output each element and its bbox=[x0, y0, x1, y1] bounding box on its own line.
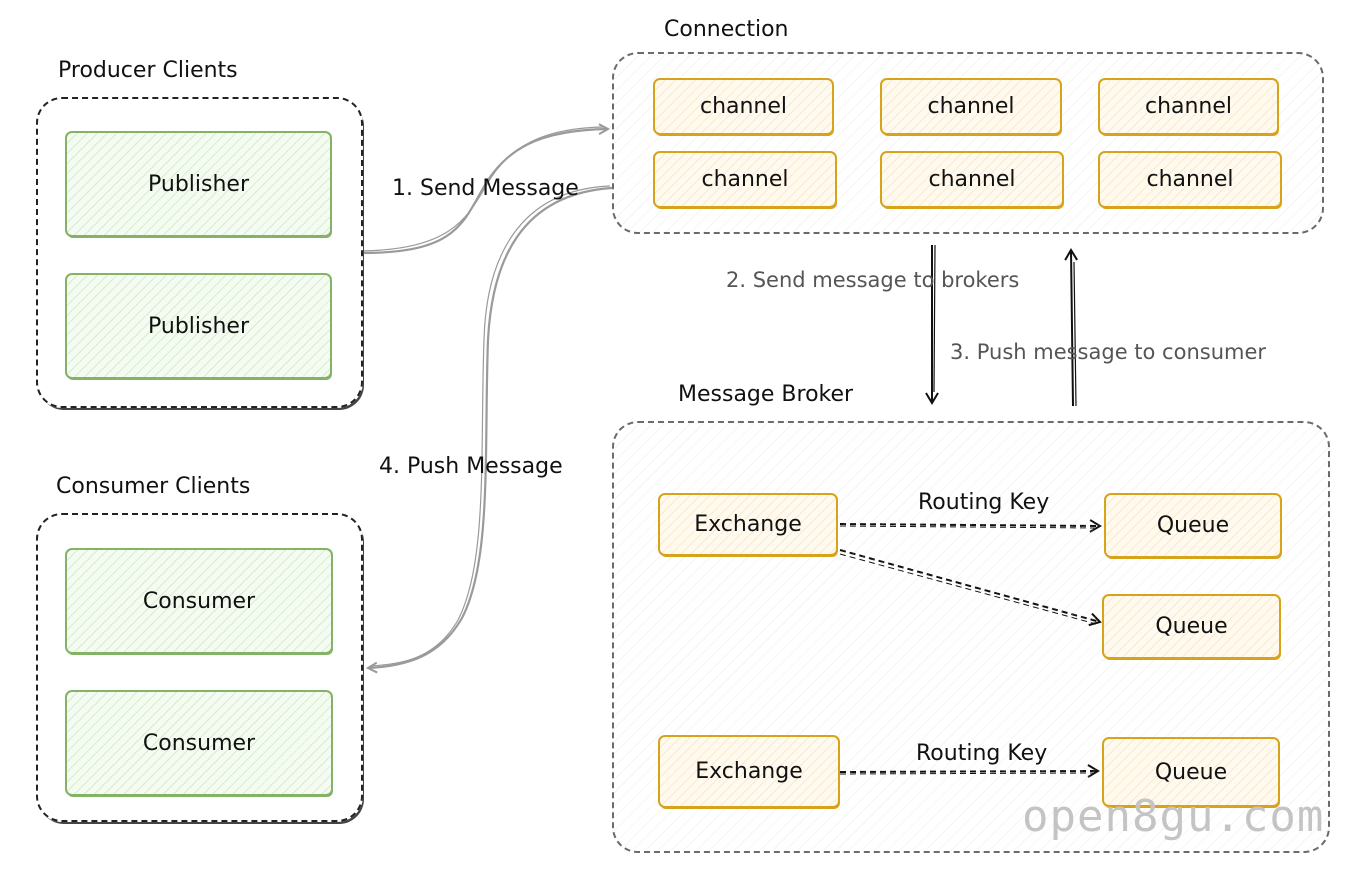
channel-box-1[interactable]: channel bbox=[653, 78, 834, 135]
queue-box-3[interactable]: Queue bbox=[1102, 737, 1280, 807]
routing-arrow-1 bbox=[839, 519, 1102, 533]
producer-clients-title: Producer Clients bbox=[58, 58, 238, 83]
consumer-box-2[interactable]: Consumer bbox=[65, 690, 333, 796]
send-message-label: 1. Send Message bbox=[392, 176, 579, 201]
channel-box-3[interactable]: channel bbox=[1098, 78, 1279, 135]
queue-box-2[interactable]: Queue bbox=[1102, 594, 1281, 659]
publisher-box-1[interactable]: Publisher bbox=[65, 131, 332, 237]
push-to-consumer-arrow bbox=[1064, 248, 1078, 407]
send-message-arrow bbox=[361, 127, 608, 255]
consumer-clients-group bbox=[36, 513, 363, 822]
channel-box-4[interactable]: channel bbox=[653, 151, 837, 208]
routing-key-label-2: Routing Key bbox=[916, 741, 1048, 766]
queue-box-1[interactable]: Queue bbox=[1104, 493, 1282, 558]
routing-arrow-3 bbox=[839, 764, 1100, 778]
message-broker-title: Message Broker bbox=[678, 382, 854, 407]
push-to-consumer-label: 3. Push message to consumer bbox=[950, 340, 1267, 364]
routing-key-label-1: Routing Key bbox=[918, 490, 1050, 515]
channel-box-6[interactable]: channel bbox=[1098, 151, 1282, 208]
producer-clients-group bbox=[36, 97, 363, 408]
exchange-box-2[interactable]: Exchange bbox=[658, 735, 840, 808]
channel-box-2[interactable]: channel bbox=[880, 78, 1062, 135]
routing-arrow-2 bbox=[839, 549, 1102, 627]
connection-title: Connection bbox=[664, 17, 789, 42]
channel-box-5[interactable]: channel bbox=[880, 151, 1064, 208]
consumer-clients-title: Consumer Clients bbox=[56, 474, 251, 499]
send-to-brokers-label: 2. Send message to brokers bbox=[726, 268, 1020, 292]
watermark-text: open8gu.com bbox=[1022, 791, 1325, 842]
push-message-label: 4. Push Message bbox=[379, 454, 563, 479]
send-to-brokers-arrow bbox=[925, 244, 939, 405]
publisher-box-2[interactable]: Publisher bbox=[65, 273, 332, 379]
exchange-box-1[interactable]: Exchange bbox=[658, 493, 838, 556]
consumer-box-1[interactable]: Consumer bbox=[65, 548, 333, 654]
push-message-arrow bbox=[368, 185, 613, 668]
